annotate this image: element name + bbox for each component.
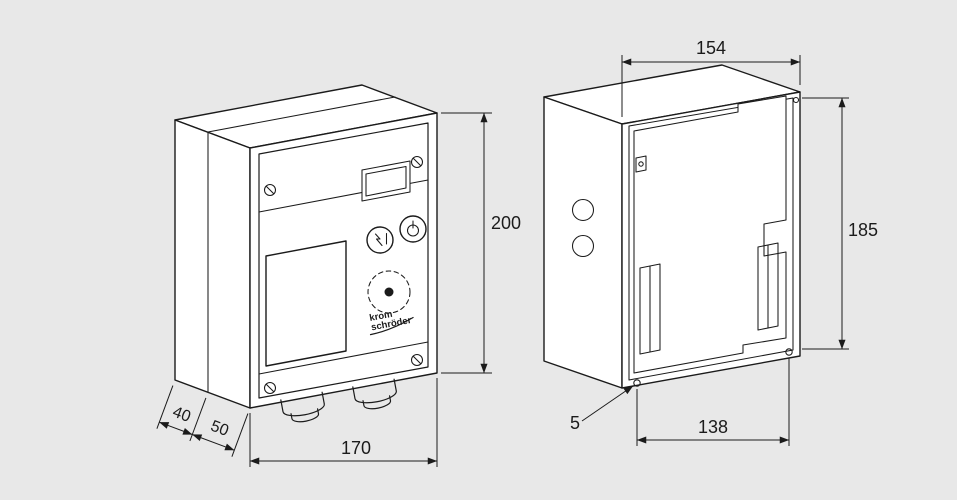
door-frame <box>258 122 429 399</box>
cable-gland-cap <box>362 395 392 410</box>
reset-icon <box>374 233 383 247</box>
housing-seam-top <box>207 96 396 133</box>
dimension-170: 170 <box>249 378 438 467</box>
mounting-hole-bottom-left <box>633 379 641 387</box>
enclosure-left-face <box>174 119 251 409</box>
screw-slot <box>265 383 275 393</box>
dimension-154: 154 <box>621 38 801 117</box>
dim-40-label: 40 <box>170 404 193 426</box>
rail-outline <box>757 242 779 331</box>
dim-154-label: 154 <box>696 38 726 58</box>
screw-slot <box>412 157 422 167</box>
screw-bottom-left <box>263 381 277 395</box>
rear-view-dimensions: 154 185 138 5 <box>570 38 878 446</box>
mounting-rail-left <box>639 263 661 355</box>
dimension-5-leader: 5 <box>570 385 634 433</box>
clip-hole <box>638 161 644 167</box>
display-window <box>361 160 411 202</box>
rail-outline <box>639 263 661 355</box>
dim-170-label: 170 <box>341 438 371 458</box>
knockout-hole-lower <box>571 234 595 258</box>
clip-outline <box>635 155 647 173</box>
screw-hole-bottom-right <box>785 348 793 356</box>
reset-button <box>366 226 394 254</box>
screw-bottom-right <box>410 353 424 367</box>
retaining-clip <box>635 155 647 173</box>
brand-logo-swoosh <box>369 316 414 336</box>
dim-200-label: 200 <box>491 213 521 233</box>
screw-slot <box>412 355 422 365</box>
dimension-138: 138 <box>636 358 790 446</box>
sight-glass-mark <box>367 270 411 314</box>
dimension-200: 200 <box>441 112 521 374</box>
cable-gland-collar <box>352 378 397 404</box>
dim-5-label: 5 <box>570 413 580 433</box>
dim-138-label: 138 <box>698 417 728 437</box>
dimension-line <box>159 421 193 435</box>
brand-logo-line1: krom <box>369 309 394 324</box>
dimension-line <box>192 434 235 451</box>
extension-line <box>189 397 207 442</box>
cable-gland-right <box>352 378 397 410</box>
extension-line <box>156 385 174 429</box>
cable-gland-left <box>280 391 325 423</box>
mounting-rail-right <box>757 242 779 331</box>
screw-slot <box>265 185 275 195</box>
power-button <box>399 215 427 243</box>
corner-hole-top-right <box>792 96 800 104</box>
extension-line <box>231 413 249 457</box>
front-view-dimensions: 200 170 40 50 <box>156 112 521 467</box>
display-screen <box>365 165 407 197</box>
front-isometric-view: krom schröder <box>174 84 438 423</box>
cable-gland-cap <box>290 408 320 423</box>
label-window <box>265 240 347 367</box>
leader-line <box>581 385 634 422</box>
dim-185-label: 185 <box>848 220 878 240</box>
knockout-hole-upper <box>571 198 595 222</box>
screw-top-right <box>410 155 424 169</box>
dimension-40-50: 40 50 <box>156 385 249 457</box>
rear-open-view <box>543 64 801 389</box>
indicator-dot <box>384 287 394 297</box>
housing-back-wall <box>633 95 787 374</box>
screw-top-left <box>263 183 277 197</box>
cable-gland-collar <box>280 391 325 417</box>
door-lower-seam <box>258 341 429 375</box>
housing-left-face <box>543 96 623 389</box>
dim-50-label: 50 <box>208 418 231 440</box>
dimension-185: 185 <box>802 97 878 350</box>
